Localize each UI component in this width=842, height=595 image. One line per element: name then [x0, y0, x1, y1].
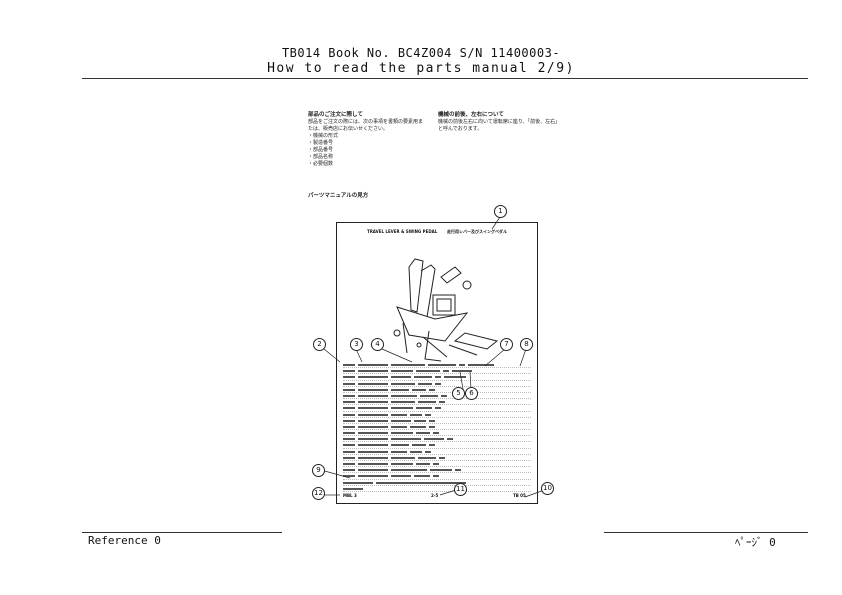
table-row	[343, 468, 531, 474]
callout-10: 10	[541, 482, 554, 495]
table-row	[343, 443, 531, 449]
header-book-info: TB014 Book No. BC4Z004 S/N 11400003-	[281, 46, 561, 60]
callout-5: 5	[452, 387, 465, 400]
callout-4: 4	[371, 338, 384, 351]
table-row	[343, 394, 531, 400]
sheet-footer-right: TB 05	[513, 493, 526, 498]
parts-list-table	[343, 363, 531, 493]
table-row	[343, 382, 531, 387]
callout-8: 8	[520, 338, 533, 351]
section-title: パーツマニュアルの見方	[308, 193, 369, 199]
notes-left-line: 部品をご注文の際には、次の事項を書類の要素用ま	[308, 119, 424, 125]
callout-12: 12	[312, 487, 325, 500]
callout-1: 1	[494, 205, 507, 218]
table-row	[343, 474, 531, 480]
notes-right: 機械の前後、左右について 機械の前後左右に向いて運転席に座り、「前後、左右」 と…	[438, 112, 588, 133]
table-row	[343, 413, 531, 418]
exploded-parts-diagram	[393, 258, 499, 362]
callout-6: 6	[465, 387, 478, 400]
table-row	[343, 431, 531, 437]
sheet-footer-left: MBL 3	[343, 493, 357, 498]
table-row	[343, 462, 531, 468]
notes-right-line: と呼んでおります。	[438, 126, 483, 132]
notes-left-heading: 部品のご注文に際して	[308, 112, 363, 118]
parts-sheet-sample: TRAVEL LEVER & SWING PEDAL 走行用レバー及びスイングペ…	[336, 222, 538, 504]
table-row	[343, 363, 531, 369]
table-row	[343, 450, 531, 455]
sheet-footer-center: 2-5	[431, 493, 439, 498]
table-row	[343, 400, 531, 406]
callout-7: 7	[500, 338, 513, 351]
footer-page-number: ﾍﾟｰｼﾞ 0	[735, 536, 776, 549]
notes-left-line: ・部品番号	[308, 147, 334, 153]
notes-left-line: ・部品名称	[308, 154, 334, 160]
header-rule	[82, 78, 808, 79]
page-header: TB014 Book No. BC4Z004 S/N 11400003- How…	[0, 46, 842, 76]
table-row	[343, 375, 531, 381]
table-row	[343, 487, 531, 492]
table-row	[343, 388, 531, 393]
table-row	[343, 369, 531, 375]
notes-left-line: ・機械の形式	[308, 133, 339, 139]
footer-reference: Reference 0	[88, 534, 161, 547]
notes-left-line: ・製造番号	[308, 140, 334, 146]
sheet-title-ja: 走行用レバー及びスイングペダル	[447, 229, 507, 234]
table-row	[343, 481, 531, 486]
footer-rule-left	[82, 532, 282, 533]
footer-rule-right	[604, 532, 808, 533]
notes-left-line: ・必要個数	[308, 161, 334, 167]
table-row	[343, 419, 531, 424]
notes-right-line: 機械の前後左右に向いて運転席に座り、「前後、左右」	[438, 119, 561, 125]
notes-left-line: たは、販売店にお伝いせください。	[308, 126, 389, 132]
notes-left: 部品のご注文に際して 部品をご注文の際には、次の事項を書類の要素用ま たは、販売…	[308, 112, 448, 168]
table-row	[343, 406, 531, 412]
table-row	[343, 425, 531, 431]
callout-11: 11	[454, 483, 467, 496]
callout-2: 2	[313, 338, 326, 351]
header-title: How to read the parts manual 2/9)	[267, 61, 575, 76]
table-row	[343, 437, 531, 443]
sheet-title-en: TRAVEL LEVER & SWING PEDAL	[367, 229, 438, 234]
notes-right-heading: 機械の前後、左右について	[438, 112, 504, 118]
callout-3: 3	[350, 338, 363, 351]
table-row	[343, 456, 531, 461]
callout-9: 9	[312, 464, 325, 477]
